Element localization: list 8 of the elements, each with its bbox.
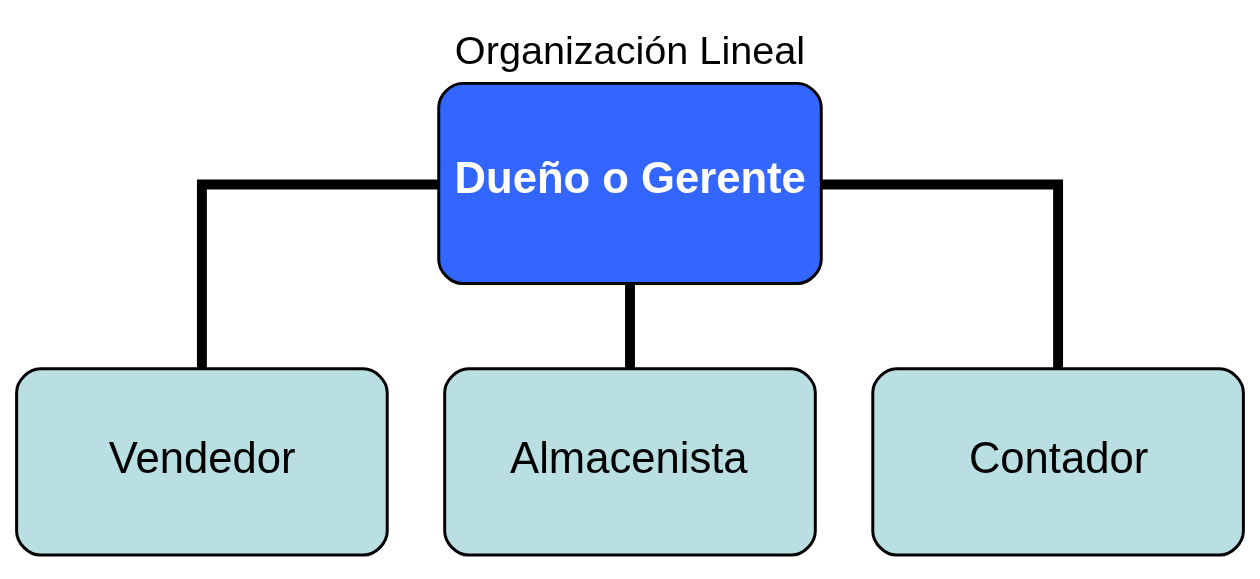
node-box: Dueño o Gerente (437, 81, 823, 286)
node-box: Contador (871, 367, 1245, 557)
connector (196, 179, 439, 369)
node-box: Vendedor (15, 367, 389, 557)
connector (625, 284, 635, 369)
connector (821, 179, 1064, 369)
node-box: Almacenista (443, 367, 817, 557)
diagram-title: Organización Lineal (454, 27, 806, 72)
